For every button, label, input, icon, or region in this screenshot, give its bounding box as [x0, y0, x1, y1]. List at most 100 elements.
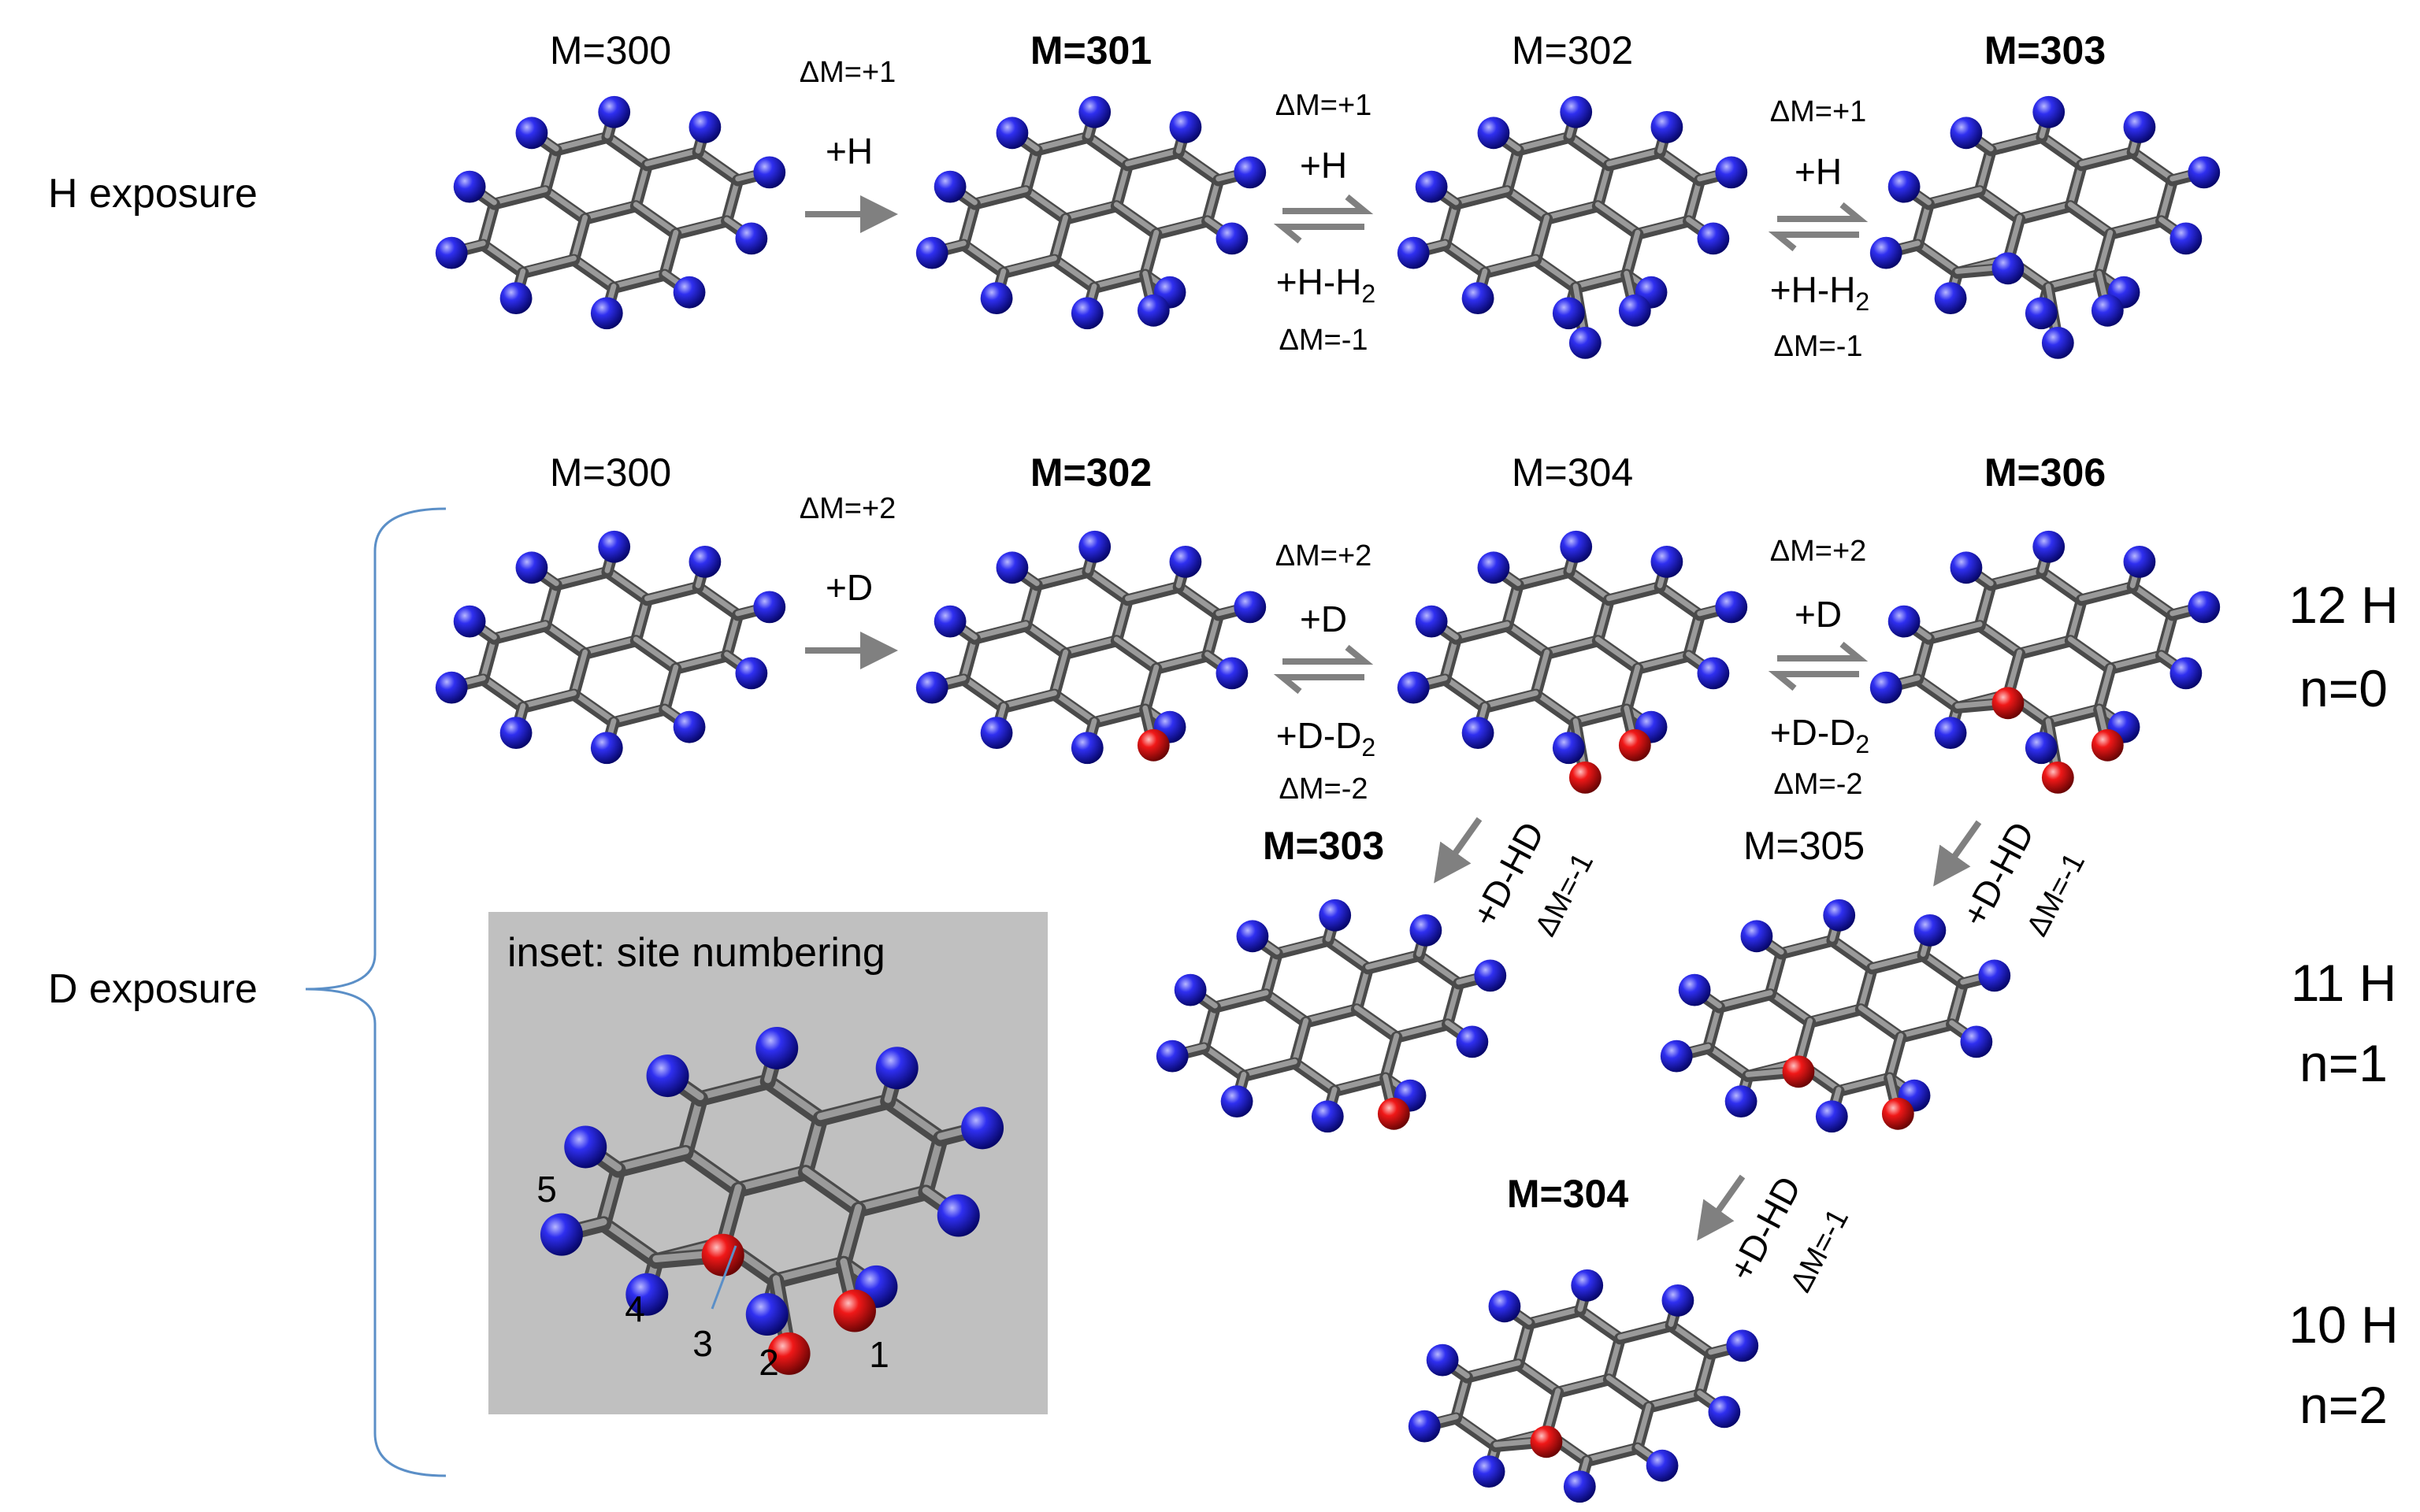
- bond-highlight: [1442, 675, 1488, 709]
- bond-highlight: [1052, 255, 1097, 289]
- bond-highlight: [520, 690, 577, 709]
- hydrogen-atom: [1474, 959, 1507, 992]
- bond-highlight: [1331, 1073, 1389, 1092]
- hydrogen-atom: [2123, 110, 2156, 143]
- bond-highlight: [571, 649, 588, 696]
- bond-highlight: [1175, 148, 1222, 182]
- bond-highlight: [2006, 649, 2023, 696]
- bond-highlight: [1482, 255, 1538, 274]
- hydrogen-atom: [915, 671, 948, 704]
- hydrogen-atom: [435, 671, 468, 704]
- hydrogen-atom: [453, 605, 486, 638]
- hydrogen-atom: [735, 222, 768, 255]
- hydrogen-atom: [1960, 1025, 1993, 1058]
- mass-label: M=303: [1984, 28, 2106, 72]
- bond-highlight: [542, 621, 588, 655]
- bond-highlight: [1617, 1321, 1674, 1340]
- hydrogen-atom: [1708, 1395, 1741, 1429]
- d-step3-arrow-forward: [1777, 641, 1869, 662]
- h-step2-arrow-reverse: [1273, 224, 1364, 244]
- bond-highlight: [633, 202, 679, 235]
- bond-highlight: [1835, 1073, 1893, 1092]
- hydrogen-atom: [2169, 222, 2203, 255]
- bond-highlight: [673, 217, 729, 235]
- bond-highlight: [1325, 936, 1371, 970]
- deuterium-atom: [1881, 1097, 1914, 1130]
- hydrogen-atom: [1472, 1455, 1505, 1488]
- hydrogen-atom: [933, 605, 967, 638]
- bond-highlight: [1635, 1403, 1652, 1450]
- bond-highlight: [1201, 1043, 1247, 1077]
- hydrogen-atom: [1646, 1449, 1679, 1482]
- bond-highlight: [1583, 1443, 1641, 1462]
- bond-highlight: [2107, 217, 2164, 235]
- bond-highlight: [571, 214, 588, 261]
- hydrogen-atom: [1156, 1040, 1189, 1073]
- bond-highlight: [480, 240, 526, 274]
- inset-title: inset: site numbering: [507, 930, 885, 976]
- molecules: [435, 95, 2221, 1503]
- bond-highlight: [1023, 621, 1069, 655]
- molecule: [1408, 1269, 1759, 1503]
- molecule: [915, 95, 1267, 330]
- hydrogen-atom: [689, 110, 722, 143]
- deuterium-atom: [1991, 687, 2025, 720]
- hydrogen-atom: [590, 732, 623, 765]
- mass-label: M=306: [1984, 450, 2106, 495]
- bond-highlight: [1000, 255, 1057, 274]
- bond-highlight: [1976, 621, 2023, 655]
- deuterium-atom: [1782, 1055, 1815, 1088]
- hydrogen-atom: [1078, 530, 1112, 563]
- reaction-label: +H-H2: [1769, 269, 1870, 317]
- bond-highlight: [1394, 1020, 1450, 1039]
- bond-highlight: [662, 229, 679, 276]
- bond-highlight: [582, 202, 639, 220]
- deuterium-atom: [701, 1233, 744, 1277]
- hydrogen-atom: [515, 551, 548, 584]
- hydrogen-atom: [1397, 671, 1430, 704]
- arrows: [805, 194, 1982, 1241]
- bond-highlight: [1914, 240, 1961, 274]
- bond-highlight: [2096, 664, 2114, 711]
- bond-highlight: [2017, 636, 2073, 655]
- hydrogen-atom: [1216, 222, 1249, 255]
- hydrogen-atom: [625, 1273, 669, 1316]
- bond-highlight: [480, 675, 526, 709]
- bond-highlight: [2129, 148, 2176, 182]
- bond-highlight: [1594, 202, 1641, 235]
- reaction-label: +H: [1299, 145, 1348, 186]
- bond-highlight: [1504, 187, 1550, 220]
- reaction-label: +D: [825, 567, 874, 608]
- hydrogen-atom: [499, 717, 533, 750]
- bond-highlight: [1292, 1017, 1309, 1065]
- molecule: [435, 530, 786, 765]
- hydrogen-atom: [2025, 732, 2058, 765]
- hydrogen-atom: [453, 170, 486, 203]
- hydrogen-atom: [1678, 973, 1711, 1006]
- delta-mass-label: ΔM=+2: [799, 492, 896, 525]
- hydrogen-atom: [980, 717, 1013, 750]
- bond-highlight: [972, 187, 1029, 206]
- hydrogen-atom: [673, 710, 706, 743]
- bond-highlight: [696, 1076, 772, 1101]
- bond-highlight: [1303, 1005, 1360, 1024]
- bond-highlight: [1606, 148, 1663, 167]
- hydrogen-atom: [515, 117, 548, 150]
- bond-highlight: [2006, 214, 2023, 261]
- site-number: 3: [692, 1323, 713, 1364]
- bond-highlight: [1976, 187, 2023, 220]
- hydrogen-atom: [1887, 170, 1921, 203]
- bond-highlight: [695, 583, 741, 617]
- bond-highlight: [1125, 583, 1182, 602]
- bond-highlight: [673, 651, 729, 670]
- hydrogen-atom: [1426, 1343, 1459, 1377]
- hydrogen-atom: [745, 1293, 789, 1336]
- bond-highlight: [1023, 187, 1069, 220]
- h-step3-arrow-reverse: [1768, 232, 1859, 252]
- delta-mass-label: ΔM=+2: [1275, 539, 1372, 573]
- bond-highlight: [1778, 936, 1835, 955]
- bond-highlight: [633, 636, 679, 670]
- curly-brace: [305, 507, 447, 1477]
- deuterium-atom: [1530, 1425, 1563, 1458]
- bond-highlight: [972, 621, 1029, 640]
